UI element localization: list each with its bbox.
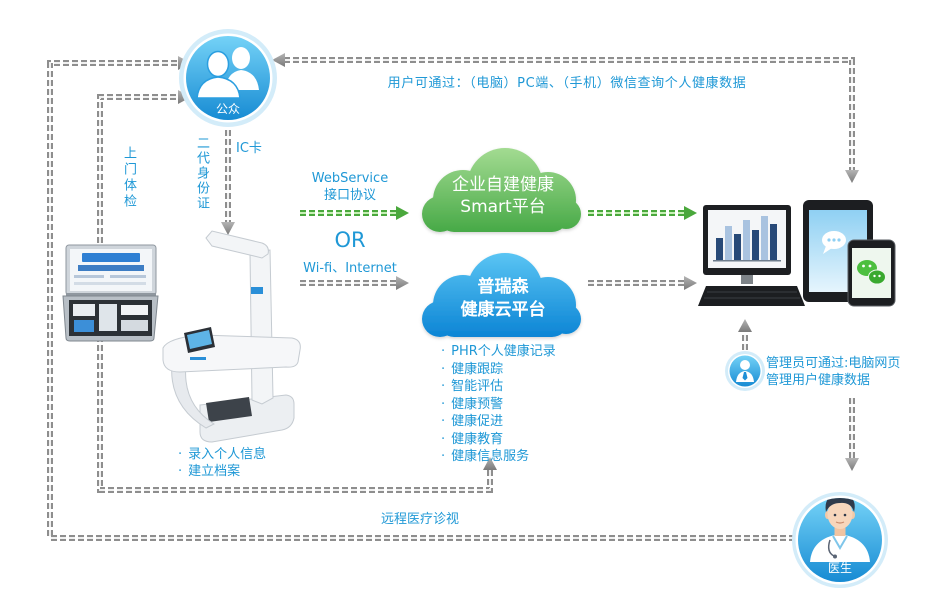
devices-group — [698, 200, 896, 307]
network-label: Wi-fi、Internet — [303, 261, 397, 276]
kiosk-steps-list: 录入个人信息 建立档案 — [178, 446, 266, 480]
admin-icon — [736, 360, 754, 382]
remote-care-loop-arrow — [47, 56, 795, 541]
list-item: 智能评估 — [441, 378, 556, 396]
arrowhead-right — [684, 206, 697, 220]
network-arrow — [300, 276, 409, 290]
admin-note-line2: 管理用户健康数据 — [766, 373, 871, 388]
or-label: OR — [334, 228, 366, 252]
arrowhead-right — [684, 276, 697, 290]
arrowhead-up — [738, 319, 752, 332]
arrowhead-left — [272, 53, 285, 67]
stethoscope — [827, 539, 835, 557]
protocol-label: 接口协议 — [323, 188, 377, 203]
kit-banner — [82, 253, 140, 262]
arrowhead-right — [396, 206, 409, 220]
public-node — [179, 29, 277, 127]
kiosk-foot-pad — [206, 397, 252, 422]
remote-care-label: 远程医疗诊视 — [380, 512, 460, 527]
arrowhead-down — [845, 170, 859, 183]
cloud-platform-line1: 普瑞森 — [477, 277, 529, 297]
arrowhead-down — [221, 222, 235, 235]
health-cloud-platform — [422, 253, 581, 337]
webservice-label: WebService — [311, 171, 389, 186]
two-people-icon — [196, 47, 259, 99]
admin-note-line1: 管理员可通过:电脑网页 — [766, 356, 901, 371]
cloud-platform-line2: 健康云平台 — [460, 300, 546, 320]
health-kit-icon — [62, 244, 159, 342]
smart-platform-line2: Smart平台 — [460, 197, 546, 217]
list-item: 健康促进 — [441, 413, 556, 431]
keyboard-icon — [698, 286, 805, 306]
arrowhead-right — [396, 276, 409, 290]
kiosk-desk — [162, 334, 301, 373]
list-item: 录入个人信息 — [178, 446, 266, 463]
kit-hinge — [66, 293, 156, 296]
public-to-kiosk-arrow — [221, 130, 235, 235]
cloud-services-list: PHR个人健康记录 健康跟踪 智能评估 健康预警 健康促进 健康教育 健康信息服… — [441, 343, 556, 466]
kiosk-lower-body — [171, 361, 216, 429]
monitor-icon — [703, 205, 791, 284]
kiosk-tablet-screen — [187, 330, 212, 349]
list-item: 健康跟踪 — [441, 361, 556, 379]
public-node-label: 公众 — [215, 102, 241, 116]
monitor-stand — [741, 275, 753, 284]
doctor-node — [792, 492, 888, 588]
monitor-bar-chart — [713, 216, 781, 262]
webservice-arrow — [300, 206, 409, 220]
phone-icon — [847, 239, 896, 307]
smart-platform-cloud — [422, 148, 581, 232]
id-card-label: 二代身份证 — [194, 136, 209, 211]
smart-platform-line1: 企业自建健康 — [452, 175, 554, 195]
chat-bubble-icon — [822, 231, 846, 254]
admin-to-devices-arrow — [738, 319, 752, 350]
kiosk-logo — [251, 287, 263, 294]
flow-arrows — [47, 53, 859, 541]
list-item: 健康预警 — [441, 396, 556, 414]
home-exam-label: 上门体检 — [121, 146, 136, 210]
query-arrow — [272, 53, 859, 183]
kiosk-height-arm — [205, 230, 269, 259]
doctor-face — [827, 499, 853, 529]
admin-node — [725, 351, 765, 391]
health-kiosk-icon — [162, 230, 301, 443]
list-item: 健康教育 — [441, 431, 556, 449]
devices-to-doctor-arrow — [845, 398, 859, 471]
ic-card-label: IC卡 — [236, 141, 262, 156]
list-item: PHR个人健康记录 — [441, 343, 556, 361]
list-item: 建立档案 — [178, 463, 266, 480]
cloud-to-devices-arrow — [588, 276, 697, 290]
arrowhead-down — [845, 458, 859, 471]
doctor-node-label: 医生 — [827, 561, 853, 575]
list-item: 健康信息服务 — [441, 448, 556, 466]
kiosk-column — [249, 249, 274, 405]
smart-to-devices-arrow — [588, 206, 697, 220]
doctor-neck — [834, 526, 846, 536]
wechat-icon — [857, 260, 886, 285]
query-note: 用户可通过：（电脑）PC端、（手机）微信查询个人健康数据 — [387, 76, 747, 91]
